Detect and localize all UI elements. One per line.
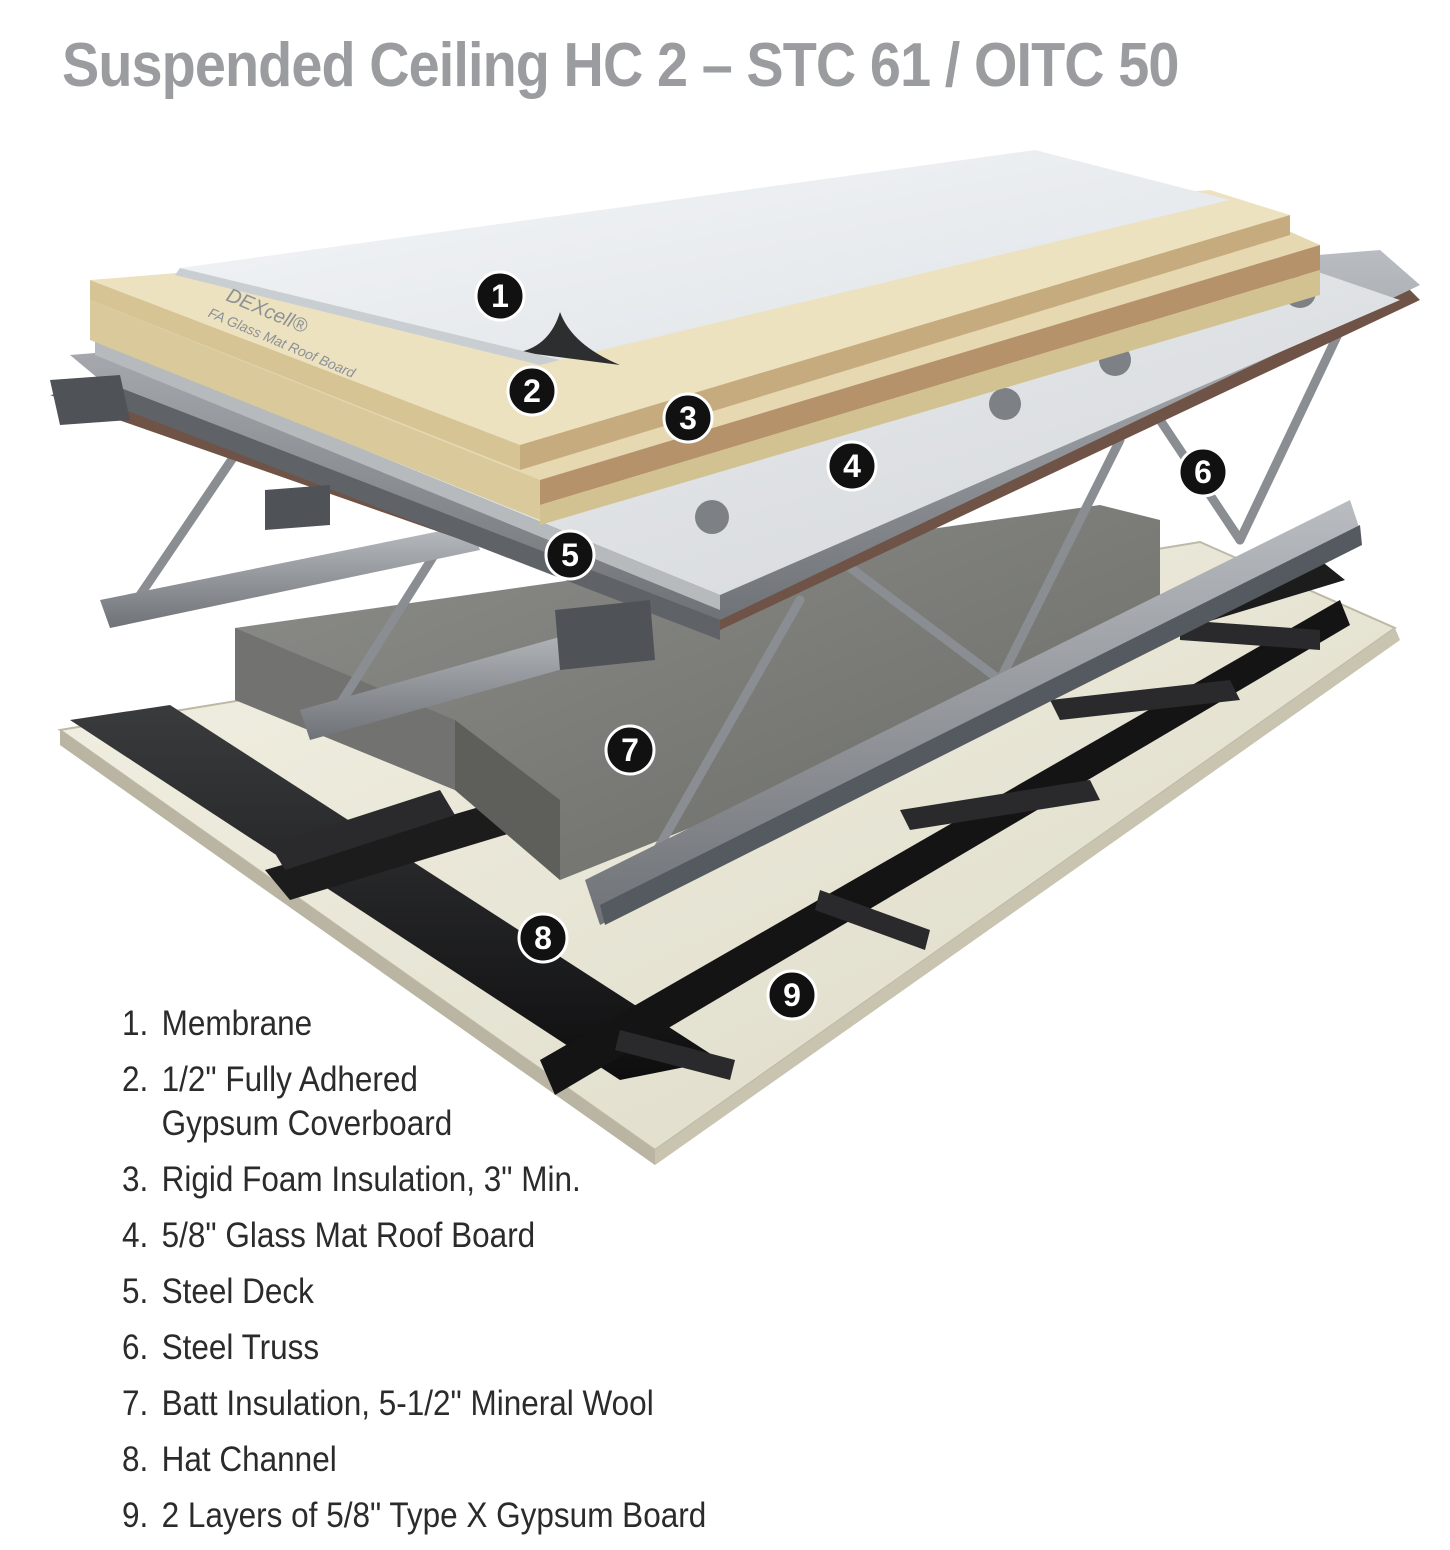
- callout-3-label: 3: [679, 400, 697, 436]
- legend-text: Batt Insulation, 5-1/2" Mineral Wool: [161, 1384, 654, 1423]
- legend-number: 9.: [122, 1496, 149, 1535]
- legend-item: 3. Rigid Foam Insulation, 3" Min.: [122, 1158, 706, 1202]
- callout-1-label: 1: [491, 278, 509, 314]
- callout-3: 3: [662, 392, 714, 444]
- legend-number: 1.: [122, 1004, 149, 1043]
- callout-8: 8: [517, 912, 569, 964]
- legend-text: Membrane: [161, 1004, 313, 1043]
- callout-1: 1: [474, 270, 526, 322]
- legend-number: 4.: [122, 1216, 149, 1255]
- legend-text: 5/8" Glass Mat Roof Board: [161, 1216, 536, 1255]
- diagram-title: Suspended Ceiling HC 2 – STC 61 / OITC 5…: [62, 31, 1179, 100]
- callout-4-label: 4: [843, 448, 861, 484]
- callout-5: 5: [544, 529, 596, 581]
- legend-number: 6.: [122, 1328, 149, 1367]
- callout-9-label: 9: [783, 977, 801, 1013]
- legend-item: 9. 2 Layers of 5/8" Type X Gypsum Board: [122, 1494, 706, 1538]
- legend-text: Steel Truss: [161, 1328, 320, 1367]
- legend-item: 4. 5/8" Glass Mat Roof Board: [122, 1214, 706, 1258]
- membrane: [175, 150, 1230, 365]
- legend-text: Steel Deck: [161, 1272, 314, 1311]
- legend-item: 5. Steel Deck: [122, 1270, 706, 1314]
- callout-6-label: 6: [1194, 454, 1212, 490]
- callout-9: 9: [766, 969, 818, 1021]
- callout-5-label: 5: [561, 537, 579, 573]
- callout-7-label: 7: [621, 732, 639, 768]
- legend-item: 7. Batt Insulation, 5-1/2" Mineral Wool: [122, 1382, 706, 1426]
- legend-number: 8.: [122, 1440, 149, 1479]
- legend-text: Hat Channel: [161, 1440, 337, 1479]
- legend-text: Rigid Foam Insulation, 3" Min.: [161, 1160, 581, 1199]
- callout-4: 4: [826, 440, 878, 492]
- truss-chords: [100, 500, 1362, 925]
- callout-2-label: 2: [523, 373, 541, 409]
- legend-number: 3.: [122, 1160, 149, 1199]
- legend-item: 8. Hat Channel: [122, 1438, 706, 1482]
- legend-text: 1/2" Fully Adhered: [161, 1060, 418, 1099]
- legend-item: 6. Steel Truss: [122, 1326, 706, 1370]
- callout-6: 6: [1177, 446, 1229, 498]
- callout-8-label: 8: [534, 920, 552, 956]
- legend-number: 7.: [122, 1384, 149, 1423]
- callout-7: 7: [604, 724, 656, 776]
- legend-number: 2.: [122, 1060, 149, 1099]
- legend-number: 5.: [122, 1272, 149, 1311]
- legend-text: 2 Layers of 5/8" Type X Gypsum Board: [161, 1496, 707, 1535]
- callout-2: 2: [506, 365, 558, 417]
- legend-item: 1. Membrane: [122, 1002, 706, 1046]
- legend-text-line-2: Gypsum Coverboard: [161, 1104, 453, 1143]
